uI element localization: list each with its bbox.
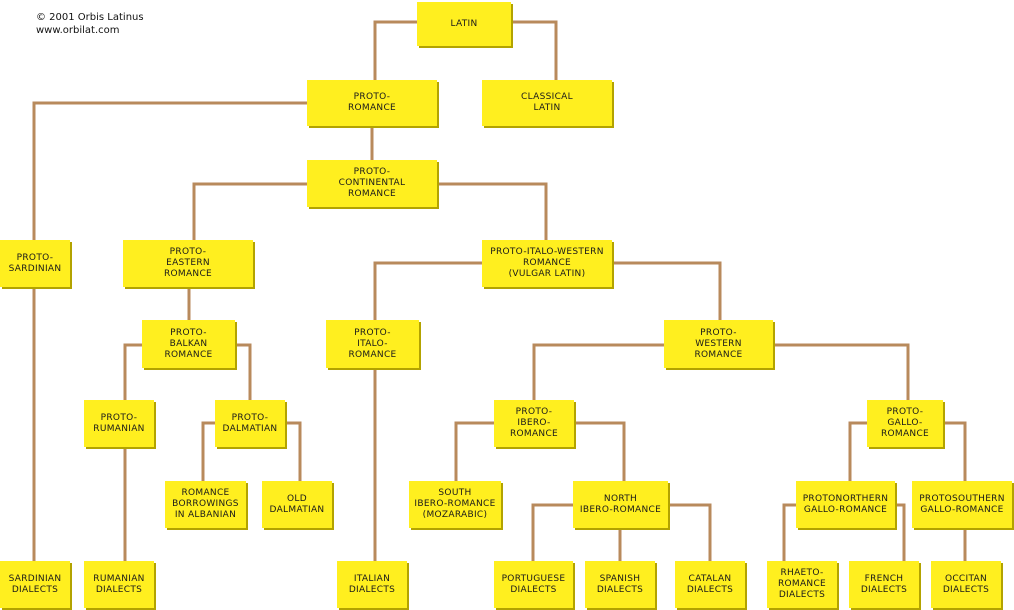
connector-line [32, 101, 307, 240]
node-italian-dialects: ITALIAN DIALECTS [337, 561, 407, 608]
connector-line [285, 421, 302, 481]
node-proto-gallo-romance: PROTO- GALLO- ROMANCE [867, 400, 943, 447]
connector-line [895, 503, 906, 561]
node-rumanian-dialects: RUMANIAN DIALECTS [84, 561, 154, 608]
node-occitan-dialects: OCCITAN DIALECTS [931, 561, 1001, 608]
node-spanish-dialects: SPANISH DIALECTS [585, 561, 655, 608]
connector-line [782, 503, 796, 561]
node-catalan-dialects: CATALAN DIALECTS [675, 561, 745, 608]
connector-line [511, 20, 558, 80]
connector-line [437, 182, 548, 240]
node-proto-rumanian: PROTO- RUMANIAN [84, 400, 154, 447]
node-north-ibero-romance: NORTH IBERO-ROMANCE [573, 481, 668, 528]
node-proto-continental-romance: PROTO- CONTINENTAL ROMANCE [307, 160, 437, 207]
node-proto-italo-romance: PROTO- ITALO- ROMANCE [326, 320, 419, 368]
connector-line [668, 503, 712, 561]
copyright-credit: © 2001 Orbis Latinus www.orbilat.com [36, 11, 144, 37]
node-french-dialects: FRENCH DIALECTS [849, 561, 919, 608]
node-portuguese-dialects: PORTUGUESE DIALECTS [494, 561, 573, 608]
node-south-ibero-romance: SOUTH IBERO-ROMANCE (MOZARABIC) [409, 481, 501, 528]
node-proto-western-romance: PROTO- WESTERN ROMANCE [664, 320, 773, 368]
node-classical-latin: CLASSICAL LATIN [482, 80, 612, 126]
node-proto-romance: PROTO- ROMANCE [307, 80, 437, 126]
connector-line [201, 421, 215, 481]
connector-line [773, 343, 910, 400]
node-proto-eastern-romance: PROTO- EASTERN ROMANCE [123, 240, 253, 287]
copyright-text: © 2001 Orbis Latinus [36, 12, 144, 23]
node-protonorthern-gallo-romance: PROTONORTHERN GALLO-ROMANCE [796, 481, 895, 528]
connector-line [574, 421, 626, 481]
connector-line [235, 343, 252, 400]
node-proto-ibero-romance: PROTO- IBERO- ROMANCE [494, 400, 574, 447]
node-old-dalmatian: OLD DALMATIAN [262, 481, 332, 528]
node-proto-sardinian: PROTO- SARDINIAN [0, 240, 70, 287]
node-rhaeto-romance-dialects: RHAETO- ROMANCE DIALECTS [767, 561, 837, 608]
website-link[interactable]: www.orbilat.com [36, 25, 120, 36]
node-proto-dalmatian: PROTO- DALMATIAN [215, 400, 285, 447]
connector-line [373, 20, 417, 80]
connector-line [532, 343, 664, 400]
connector-line [192, 182, 307, 240]
connector-line [943, 421, 967, 481]
connector-line [373, 261, 482, 320]
node-proto-italo-western-romance: PROTO-ITALO-WESTERN ROMANCE (VULGAR LATI… [482, 240, 612, 287]
connector-line [454, 421, 494, 481]
node-latin: LATIN [417, 2, 511, 46]
connector-line [612, 261, 722, 320]
connector-line [848, 421, 867, 481]
node-proto-balkan-romance: PROTO- BALKAN ROMANCE [142, 320, 235, 368]
node-sardinian-dialects: SARDINIAN DIALECTS [0, 561, 70, 608]
node-romance-borrowings-in-albanian: ROMANCE BORROWINGS IN ALBANIAN [165, 481, 246, 528]
connector-line [531, 503, 573, 561]
node-protosouthern-gallo-romance: PROTOSOUTHERN GALLO-ROMANCE [912, 481, 1012, 528]
connector-line [123, 343, 142, 400]
